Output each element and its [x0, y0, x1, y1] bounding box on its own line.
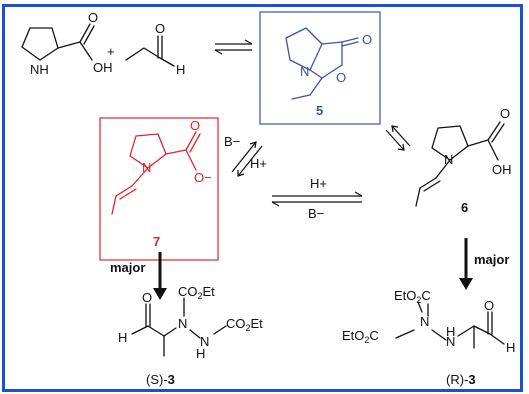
r3-ester1: EtO2C [394, 288, 431, 305]
product-r3-structure: N N H O H EtO2C EtO2C [342, 288, 515, 355]
compound-5-structure: O O N [285, 27, 372, 100]
major-arrow-left [153, 252, 167, 300]
equilibrium-arrow-5-7 [231, 141, 263, 177]
s3-aldehyde-o: O [142, 290, 152, 305]
equilibrium-arrow-top [214, 39, 253, 55]
s3-n2: N [200, 334, 209, 349]
proline-nh: NH [30, 62, 49, 77]
product-s3-label: (S)-3 [146, 372, 175, 387]
compound-5-n: N [300, 64, 309, 79]
propanal-h: H [176, 62, 185, 77]
compound-6-label: 6 [461, 200, 468, 215]
propanal-structure: O H [125, 21, 185, 77]
compound-6-n: N [444, 152, 453, 167]
r3-aldehyde-h: H [506, 340, 515, 355]
figure-border [2, 4, 523, 392]
proline-carbonyl-o: O [88, 10, 98, 25]
product-r3-label: (R)-3 [446, 372, 476, 387]
plus-sign: + [107, 44, 115, 59]
compound-5-box [259, 11, 381, 125]
compound-6-oh: OH [492, 162, 512, 177]
label-b-minus-lower: B− [308, 206, 324, 221]
r3-n2: N [446, 334, 455, 349]
proline-oh: OH [93, 60, 113, 75]
label-h-plus-lower: H+ [310, 176, 327, 191]
s3-ester1: CO2Et [178, 284, 215, 301]
compound-7-carboxylate-o: O− [194, 170, 212, 185]
compound-7-n: N [142, 160, 151, 175]
compound-7-label: 7 [153, 234, 160, 249]
compound-6-carbonyl-o: O [500, 106, 510, 121]
major-label-right: major [474, 252, 509, 267]
compound-7-structure: O O− N [111, 118, 212, 215]
s3-n1: N [178, 316, 187, 331]
major-arrow-right [459, 238, 473, 290]
compound-5-label: 5 [316, 103, 323, 118]
compound-5-ring-o: O [336, 70, 346, 85]
major-label-left: major [110, 260, 145, 275]
compound-7-carbonyl-o: O [190, 118, 200, 133]
proline-structure: O OH NH [21, 10, 113, 77]
s3-ester2: CO2Et [226, 316, 263, 333]
s3-nh-h: H [196, 346, 205, 361]
compound-6-structure: O OH N [415, 106, 512, 207]
product-s3-structure: O H N N H CO2Et CO2Et [118, 284, 263, 361]
r3-nh-h: H [446, 324, 455, 339]
r3-aldehyde-o: O [484, 298, 494, 313]
label-h-plus-upper: H+ [250, 156, 267, 171]
equilibrium-arrow-5-6 [385, 125, 411, 151]
compound-5-carbonyl-o: O [362, 32, 372, 47]
equilibrium-arrow-7-6 [271, 191, 363, 207]
propanal-o: O [155, 21, 165, 36]
label-b-minus-upper: B− [224, 134, 240, 149]
r3-n1: N [420, 314, 429, 329]
r3-ester2: EtO2C [342, 328, 379, 345]
s3-aldehyde-h: H [118, 330, 127, 345]
